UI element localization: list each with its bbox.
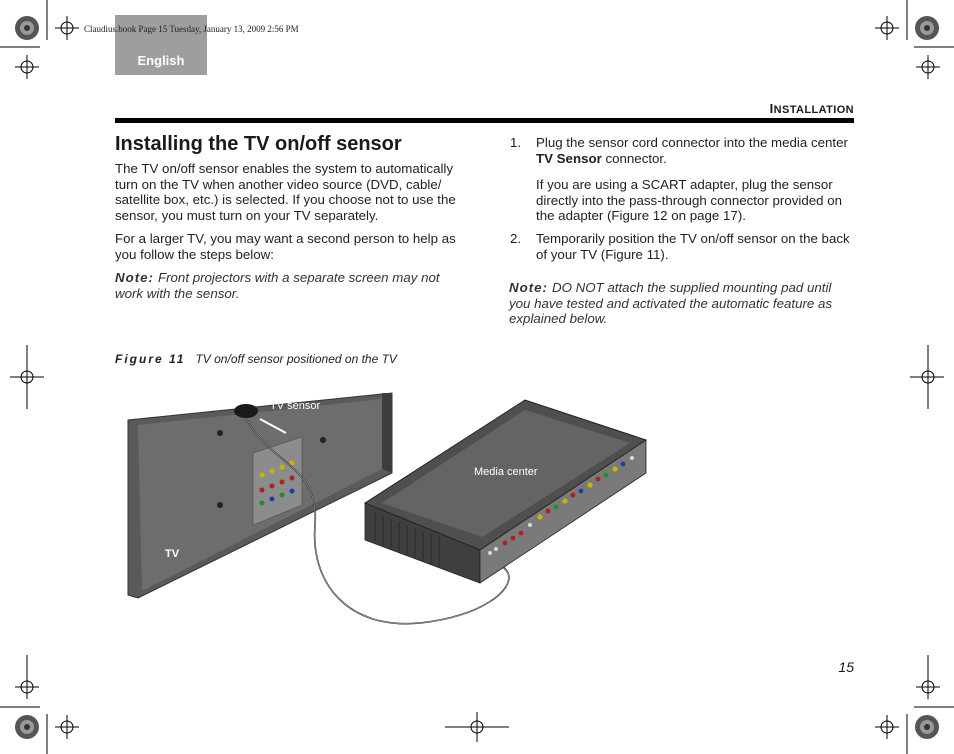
starburst-mark-icon	[915, 16, 939, 40]
helper-paragraph: For a larger TV, you may want a second p…	[115, 231, 456, 262]
registration-mark-icon	[875, 16, 899, 40]
registration-mark-icon	[55, 715, 79, 739]
registration-mark-icon	[875, 715, 899, 739]
media-center-label: Media center	[474, 466, 538, 478]
starburst-mark-icon	[15, 715, 39, 739]
step-1-text-pre: Plug the sensor cord connector into the …	[536, 135, 848, 150]
page-number: 15	[838, 659, 854, 675]
page-title: Installing the TV on/off sensor	[115, 133, 402, 155]
section-heading-rest: NSTALLATION	[773, 104, 854, 116]
registration-mark-icon	[916, 655, 940, 699]
note-text: Front projectors with a separate screen …	[115, 270, 440, 301]
starburst-mark-icon	[15, 16, 39, 40]
step-1-subtext: If you are using a SCART adapter, plug t…	[536, 177, 843, 223]
tv-sensor-label: TV sensor	[270, 400, 320, 412]
section-heading-initial: I	[769, 101, 774, 116]
registration-mark-icon	[910, 345, 944, 409]
registration-mark-icon	[445, 712, 509, 742]
language-tab: English	[115, 15, 207, 75]
note-projectors: Note:Front projectors with a separate sc…	[115, 270, 460, 301]
tv-sensor-illustration: TV sensor TV Media center	[127, 392, 648, 625]
note-label: Note:	[115, 270, 154, 285]
header-rule	[115, 118, 854, 123]
registration-mark-icon	[55, 16, 79, 40]
language-label: English	[137, 53, 185, 68]
step-1-text: Plug the sensor cord connector into the …	[536, 135, 854, 166]
step-number: 1.	[510, 135, 522, 150]
intro-paragraph: The TV on/off sensor enables the system …	[115, 161, 456, 223]
step-number: 2.	[510, 231, 522, 246]
tv-label: TV	[165, 548, 180, 560]
step-2-text: Temporarily position the TV on/off senso…	[536, 231, 850, 262]
section-heading: INSTALLATION	[770, 101, 854, 116]
registration-mark-icon	[10, 345, 44, 409]
figure-label: Figure 11	[115, 352, 186, 366]
tv-sensor-connector-name: TV Sensor	[536, 150, 602, 166]
tv-sensor	[234, 404, 258, 418]
note-text: DO NOT attach the supplied mounting pad …	[509, 280, 833, 326]
step-1-text-post: connector.	[601, 150, 667, 166]
figure-caption-text: TV on/off sensor positioned on the TV	[195, 352, 397, 366]
figure-caption: Figure 11 TV on/off sensor positioned on …	[115, 352, 397, 366]
media-center-top-inset	[382, 410, 630, 537]
sensor-label-pointer	[259, 418, 287, 434]
tv-connector-panel	[252, 436, 303, 526]
note-label: Note:	[509, 280, 548, 295]
registration-mark-icon	[15, 55, 39, 79]
registration-mark-icon	[916, 55, 940, 79]
book-info-header: Claudius.book Page 15 Tuesday, January 1…	[84, 24, 299, 34]
tv-edge	[382, 393, 392, 473]
note-mounting-pad: Note:DO NOT attach the supplied mounting…	[509, 280, 854, 327]
registration-mark-icon	[15, 655, 39, 699]
starburst-mark-icon	[915, 715, 939, 739]
